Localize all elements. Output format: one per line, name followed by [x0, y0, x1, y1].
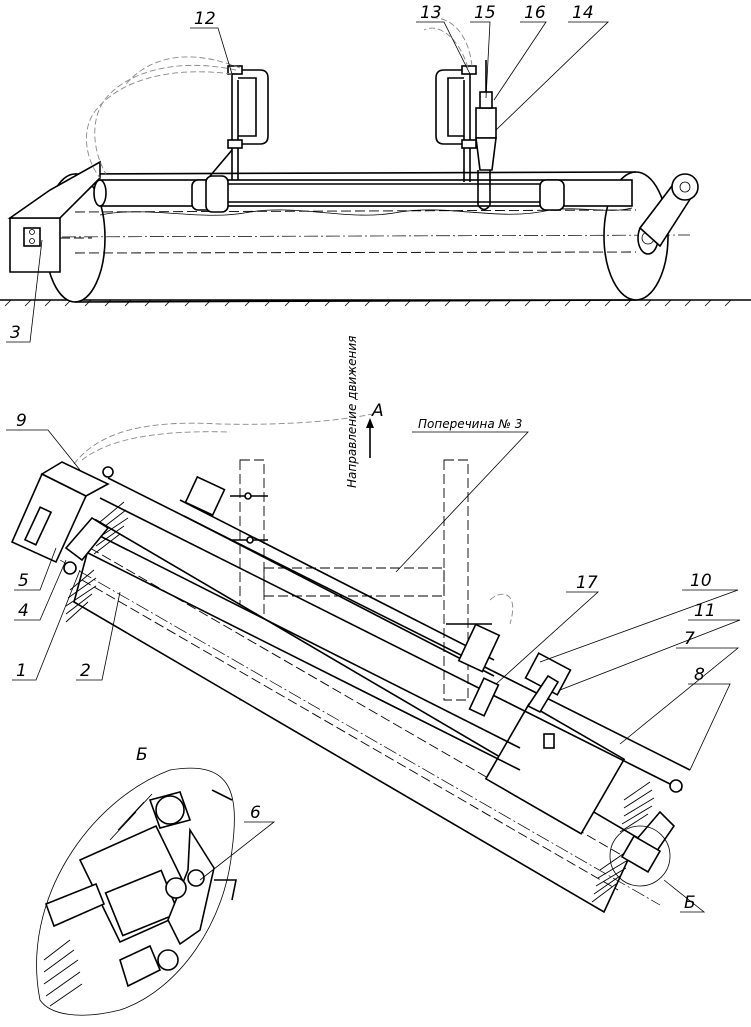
gearbox-left-plan — [10, 461, 114, 575]
detail-callout-letter: Б — [684, 893, 696, 913]
label-1: 1 — [16, 661, 27, 681]
side-view — [0, 17, 751, 307]
detail-housing — [44, 789, 237, 988]
label-16: 16 — [524, 3, 546, 23]
end-bearing-right-plan — [609, 779, 683, 887]
ground-hatch — [4, 299, 732, 307]
label-6: 6 — [250, 803, 261, 823]
leader-lines — [6, 21, 741, 913]
gearbox-left-side — [7, 160, 101, 273]
detail-title: Б — [136, 745, 148, 765]
detail-bristles — [43, 793, 153, 1007]
direction-text: Направление движения — [345, 336, 359, 488]
label-15: 15 — [474, 3, 496, 23]
label-17: 17 — [576, 573, 598, 593]
bracket-13-16 — [435, 60, 497, 211]
label-12: 12 — [194, 9, 216, 29]
label-4: 4 — [18, 601, 29, 621]
label-7: 7 — [684, 629, 695, 649]
beam-plan — [85, 477, 691, 791]
direction-arrow — [366, 418, 374, 458]
label-10: 10 — [690, 571, 712, 591]
part-10-11 — [524, 652, 572, 749]
plan-view — [10, 411, 691, 914]
bristles-left — [65, 501, 129, 623]
hoses-side — [86, 17, 473, 179]
label-11: 11 — [694, 601, 716, 621]
brush-drum-plan — [59, 518, 661, 914]
bracket-12 — [209, 65, 269, 180]
label-3: 3 — [10, 323, 21, 343]
clamp-plan-left — [184, 475, 268, 544]
label-9: 9 — [16, 411, 27, 431]
label-8: 8 — [694, 665, 705, 685]
clamp-plan-right — [446, 623, 501, 717]
hoses-plan — [73, 411, 514, 625]
view-letter-A: А — [371, 401, 384, 421]
label-14: 14 — [572, 3, 594, 23]
clamp-left-side — [191, 175, 565, 213]
drive-arm-right-side — [637, 173, 699, 255]
label-5: 5 — [18, 571, 29, 591]
label-13: 13 — [420, 3, 442, 23]
detail-view — [36, 767, 237, 1016]
label-2: 2 — [80, 661, 91, 681]
crossbar-label: Поперечина № 3 — [418, 417, 522, 431]
